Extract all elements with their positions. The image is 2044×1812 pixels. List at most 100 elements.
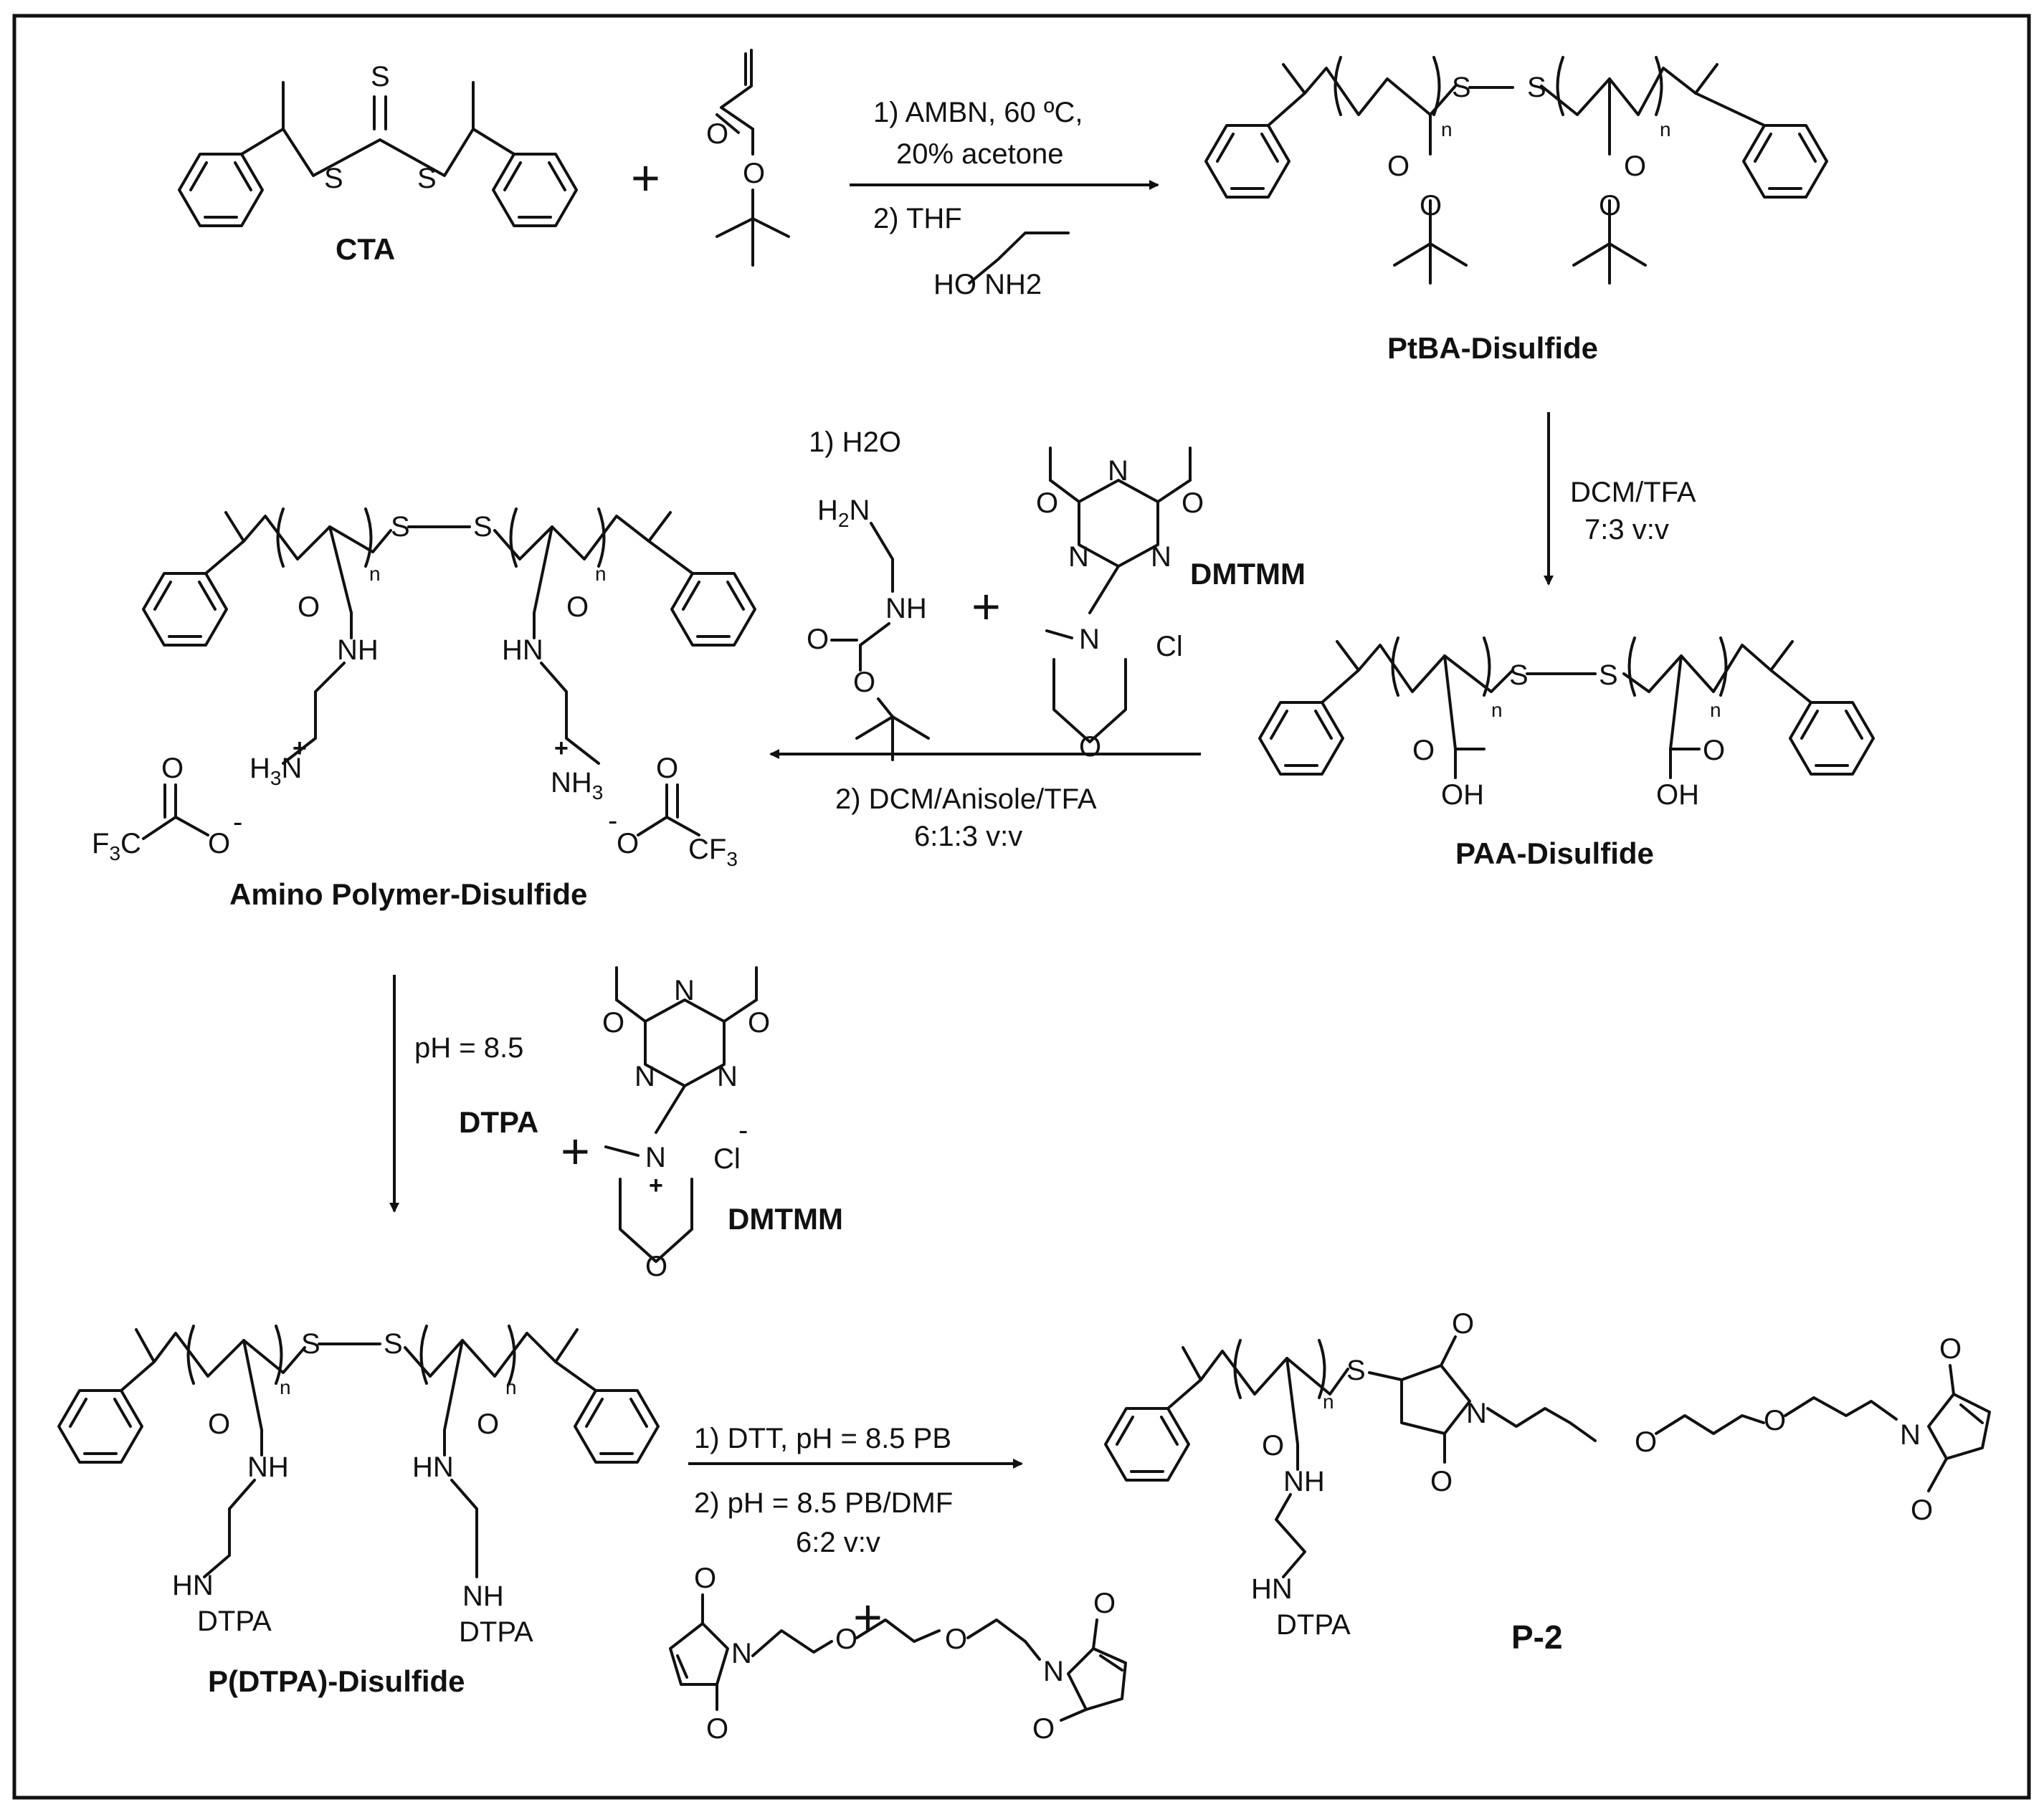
atom-n: N	[674, 975, 695, 1006]
label-cta: CTA	[336, 232, 395, 266]
atom-n: N	[1466, 1398, 1487, 1429]
condition-step1-line1: 1) AMBN, 60 ºC,	[873, 97, 1083, 128]
atom-o: O	[853, 667, 875, 698]
atom-n: N	[1108, 455, 1128, 487]
atom-o: O	[1093, 1588, 1116, 1619]
atom-hn: HN	[502, 634, 543, 666]
label-p2: P-2	[1511, 1618, 1563, 1656]
atom-nh: NH	[337, 634, 379, 666]
atom-o: O	[645, 1251, 667, 1282]
atom-nh: NH	[885, 593, 927, 624]
bismaleimide-structure: + O O N O O N O O	[669, 1563, 1127, 1745]
atom-o: O	[1387, 151, 1410, 182]
atom-o: O	[945, 1623, 967, 1655]
dmtmm-structure: O O N N N N + O Cl -	[602, 966, 770, 1282]
atom-o: O	[1624, 151, 1646, 182]
repeat-n: n	[280, 1376, 291, 1398]
atom-o: O	[1036, 487, 1058, 519]
atom-o: O	[743, 158, 765, 189]
ethanolamine-bonds	[968, 232, 1070, 285]
atom-n: N	[645, 1142, 666, 1173]
plus-charge: +	[554, 735, 569, 762]
condition-step3-line3: 6:1:3 v:v	[914, 821, 1022, 852]
atom-s: S	[371, 61, 390, 92]
tert-butyl-acrylate-structure: O O	[706, 49, 790, 267]
atom-s: S	[1509, 659, 1529, 691]
minus-charge: -	[738, 1115, 748, 1146]
label-dmtmm-2: DMTMM	[728, 1202, 843, 1236]
minus-charge: -	[608, 805, 617, 836]
atom-o: O	[566, 591, 589, 623]
minus-charge: -	[233, 806, 242, 838]
atom-o: O	[1911, 1494, 1933, 1526]
condition-step3-line2: 2) DCM/Anisole/TFA	[835, 783, 1097, 815]
atom-s: S	[301, 1328, 320, 1360]
atom-o: O	[1032, 1713, 1055, 1745]
condition-step3-line1: 1) H2O	[809, 426, 901, 458]
atom-o: O	[1420, 190, 1442, 221]
p2-structure: O NH HN DTPA n S O O N O O N O O	[1104, 1308, 1991, 1641]
atom-o: O	[477, 1408, 499, 1440]
atom-o: O	[1599, 190, 1621, 221]
cta-structure: S S S	[178, 61, 578, 227]
atom-n: N	[1043, 1656, 1064, 1687]
repeat-n: n	[1441, 118, 1453, 140]
atom-o: O	[706, 1713, 728, 1745]
atom-hn: HN	[172, 1570, 214, 1601]
atom-s: S	[384, 1328, 403, 1360]
atom-n: N	[1151, 541, 1171, 573]
atom-s: S	[391, 511, 410, 543]
condition-step5-line1: 1) DTT, pH = 8.5 PB	[694, 1423, 951, 1454]
condition-step4-line1: pH = 8.5	[414, 1032, 523, 1064]
label-amino-polymer-disulfide: Amino Polymer-Disulfide	[229, 877, 587, 911]
atom-o: O	[1703, 735, 1725, 766]
atom-o: O	[748, 1007, 770, 1039]
dmtmm-structure: O O N N N N O Cl	[1036, 447, 1204, 763]
atom-s: S	[324, 163, 343, 194]
atom-s: S	[1452, 72, 1471, 103]
atom-hn: HN	[1251, 1573, 1293, 1605]
atom-n: N	[1068, 541, 1089, 573]
atom-o: O	[1262, 1430, 1284, 1461]
plus-sign: +	[631, 150, 660, 206]
repeat-n: n	[1660, 118, 1671, 140]
label-pdtpa-disulfide: P(DTPA)-Disulfide	[208, 1664, 465, 1698]
label-dmtmm-1: DMTMM	[1190, 557, 1306, 591]
atom-n: N	[1079, 624, 1100, 655]
atom-o: O	[1430, 1466, 1453, 1497]
atom-o: O	[1412, 735, 1435, 766]
atom-o: O	[694, 1563, 716, 1594]
repeat-n: n	[369, 563, 381, 585]
atom-nh3: NH3	[551, 767, 603, 804]
amino-polymer-disulfide-structure: S S O O NH HN n n H3N + NH3 + F3C O O - …	[92, 507, 756, 870]
atom-o: O	[1182, 487, 1204, 519]
condition-step2-line1: DCM/TFA	[1570, 477, 1696, 508]
dtpa-group: DTPA	[459, 1616, 533, 1648]
label-dtpa: DTPA	[459, 1105, 538, 1139]
atom-o: O	[161, 753, 184, 784]
atom-cf3: CF3	[688, 834, 738, 870]
dtpa-group: DTPA	[1276, 1609, 1351, 1641]
repeat-n: n	[1710, 699, 1721, 721]
paa-disulfide-structure: S S O O OH OH n n	[1258, 636, 1875, 811]
atom-o: O	[656, 753, 678, 784]
label-paa-disulfide: PAA-Disulfide	[1455, 836, 1654, 870]
atom-oh: OH	[1656, 779, 1699, 811]
atom-o: O	[1452, 1308, 1474, 1340]
atom-o: O	[617, 828, 639, 859]
atom-nh: NH	[462, 1580, 504, 1612]
atom-hn: HN	[412, 1451, 454, 1483]
atom-s: S	[417, 163, 437, 194]
boc-ethylenediamine-structure: H2N NH O O	[807, 495, 930, 761]
atom-o: O	[602, 1007, 624, 1039]
plus-charge: +	[293, 735, 307, 762]
condition-step5-line2: 2) pH = 8.5 PB/DMF	[694, 1487, 953, 1519]
atom-o: O	[1764, 1405, 1786, 1436]
pdtpa-disulfide-structure: S S O O NH HN HN DTPA NH DTPA n n	[57, 1325, 660, 1648]
atom-n: N	[717, 1061, 738, 1092]
atom-o: O	[208, 828, 230, 859]
atom-h2n: H2N	[817, 495, 870, 531]
condition-step1-line3: 2) THF	[873, 203, 962, 234]
atom-n: N	[1900, 1419, 1921, 1451]
